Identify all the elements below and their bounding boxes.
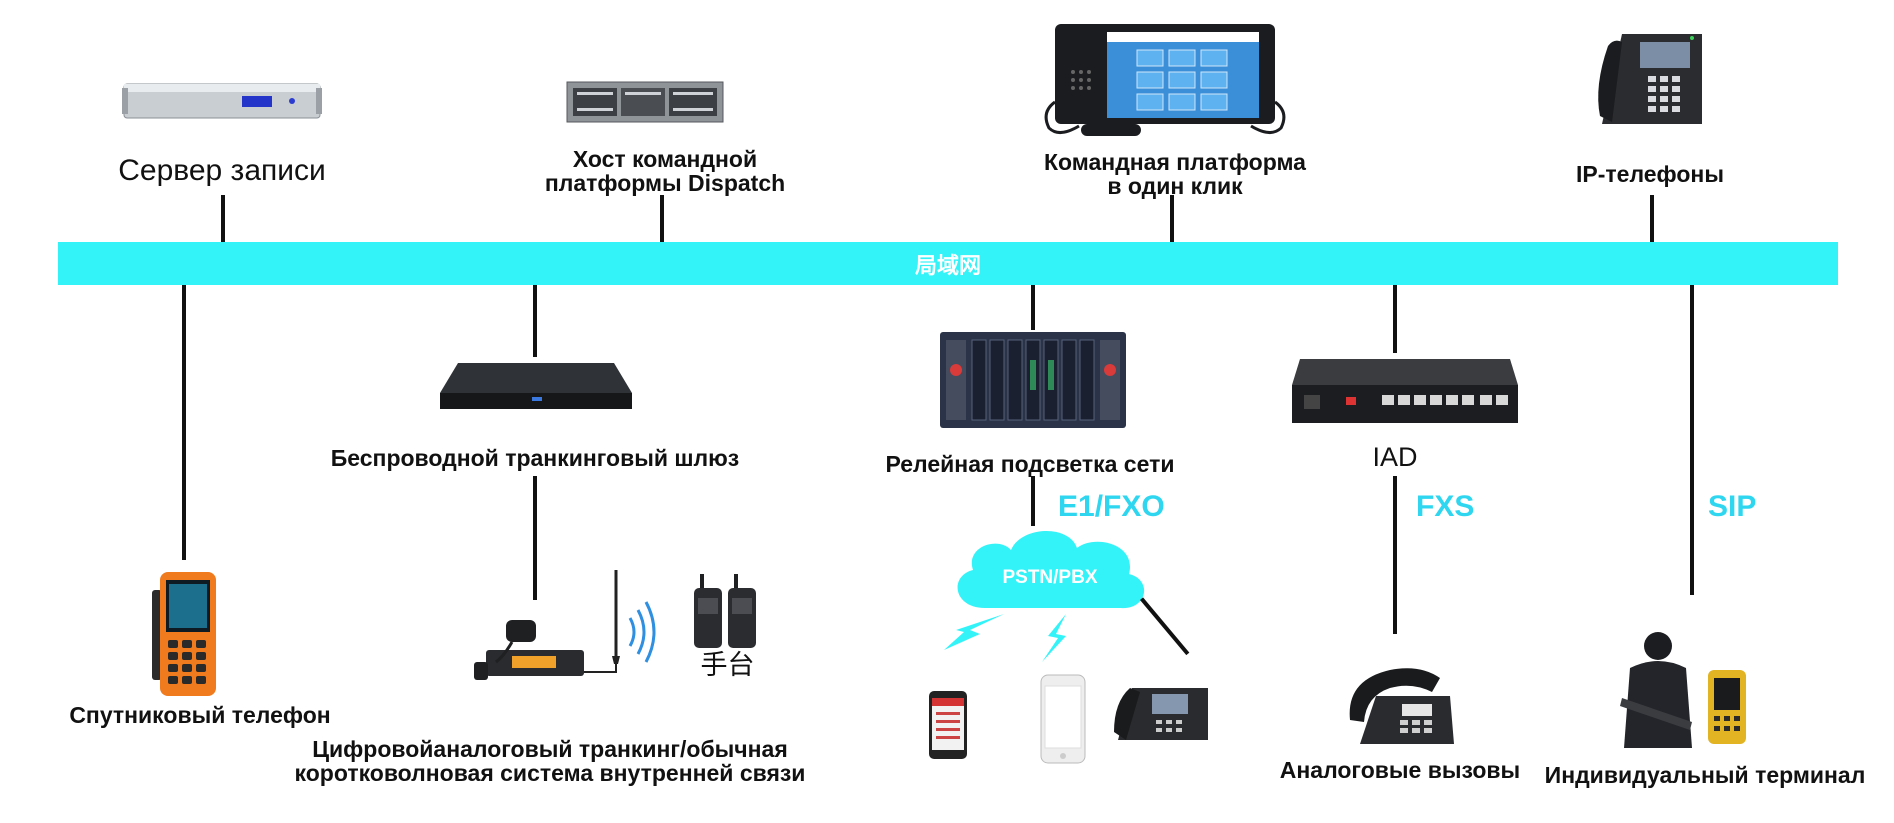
- rugged-terminal-icon: [1708, 670, 1746, 744]
- iad-device-icon: [1292, 359, 1518, 423]
- mobile-radio-icon: [474, 620, 584, 680]
- radio-system-label: Цифровойаналоговый транкинг/обычная коро…: [240, 737, 860, 785]
- recording-server-label: Сервер записи: [118, 154, 326, 187]
- lan-bus: 局域网: [58, 242, 1838, 285]
- protocol-sip: SIP: [1708, 490, 1757, 523]
- satellite-phone-label: Спутниковый телефон: [69, 702, 331, 728]
- link-recording-server: [221, 195, 225, 242]
- link-iad: [1393, 285, 1397, 353]
- antenna-icon: [584, 570, 656, 673]
- radio-system-label-line2: коротковолновая система внутренней связи: [294, 760, 806, 787]
- pstn-cloud-icon: [957, 530, 1145, 609]
- ip-phones-label: IP-телефоны: [1576, 161, 1724, 187]
- iad-label: IAD: [1372, 442, 1418, 472]
- one-click-platform-label-line1: Командная платформа: [1044, 149, 1306, 175]
- satellite-phone-icon: [152, 572, 216, 696]
- soldier-icon: [1620, 632, 1692, 748]
- wireless-gateway-icon: [440, 363, 632, 409]
- individual-terminal-label: Индивидуальный терминал: [1544, 762, 1866, 788]
- link-gateway-radio: [533, 476, 537, 600]
- one-click-platform-label-line2: в один клик: [1107, 173, 1243, 200]
- lightning-left-icon: [944, 614, 1004, 650]
- smartphone-white-icon: [1040, 674, 1086, 764]
- link-pstn-desk-phone: [1140, 597, 1190, 656]
- recording-server-icon: [122, 83, 322, 119]
- wireless-gateway-label: Беспроводной транкинговый шлюз: [330, 445, 740, 471]
- desk-phone-icon: [1114, 688, 1208, 740]
- analog-phone-icon: [1349, 668, 1454, 744]
- handset-radios-icon: [694, 574, 756, 648]
- link-one-click-platform: [1170, 195, 1174, 242]
- link-wireless-gateway: [533, 285, 537, 357]
- relay-chassis-icon: [940, 332, 1126, 428]
- link-iad-analog: [1393, 476, 1397, 634]
- lightning-center-icon: [1042, 614, 1066, 662]
- handsets-label: 手台: [700, 650, 755, 681]
- ip-phone-icon: [1598, 34, 1702, 124]
- protocol-e1-fxo: E1/FXO: [1058, 490, 1165, 523]
- dispatch-host-label-line2: платформы Dispatch: [544, 170, 786, 197]
- link-ip-phones: [1650, 195, 1654, 242]
- dispatch-host-icon: [566, 81, 724, 123]
- one-click-platform-icon: [1044, 24, 1286, 136]
- smartphone-red-icon: [929, 691, 967, 759]
- radio-system-label-line1: Цифровойаналоговый транкинг/обычная: [312, 736, 788, 762]
- analog-calls-label: Аналоговые вызовы: [1279, 757, 1521, 783]
- dispatch-host-label: Хост командной платформы Dispatch: [520, 147, 810, 195]
- protocol-fxs: FXS: [1416, 490, 1475, 523]
- link-dispatch-host: [660, 195, 664, 242]
- one-click-platform-label: Командная платформа в один клик: [1010, 150, 1340, 198]
- dispatch-host-label-line1: Хост командной: [572, 146, 758, 172]
- relay-label: Релейная подсветка сети: [885, 451, 1175, 477]
- lan-bus-label: 局域网: [914, 253, 981, 279]
- link-relay-pstn: [1031, 476, 1035, 526]
- link-satellite-phone: [182, 285, 186, 560]
- link-sip-terminal: [1690, 285, 1694, 595]
- pstn-cloud-label: PSTN/PBX: [1002, 567, 1098, 588]
- link-relay: [1031, 285, 1035, 330]
